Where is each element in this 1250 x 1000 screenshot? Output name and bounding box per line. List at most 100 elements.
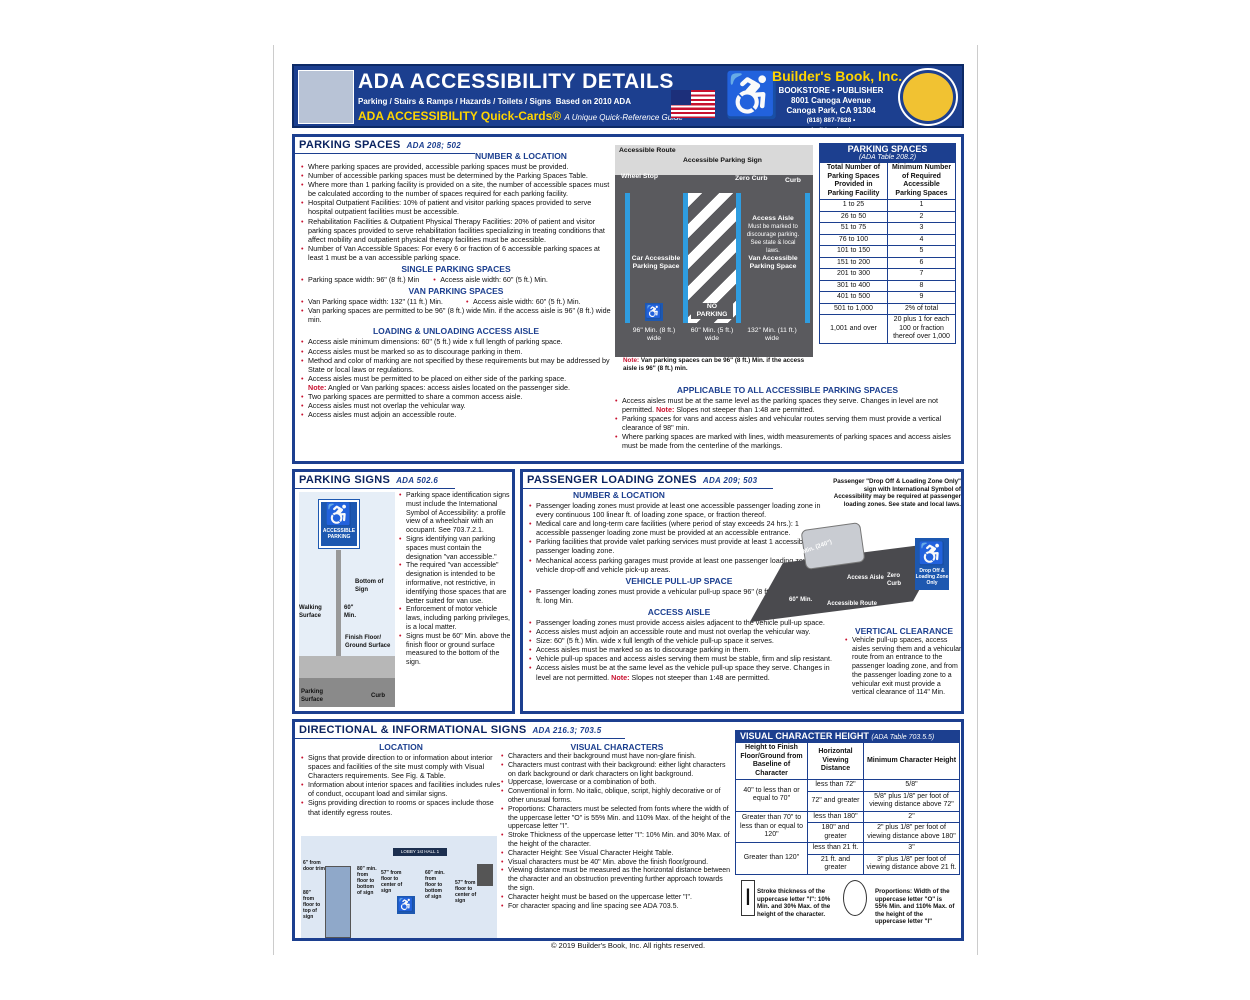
page-title: ADA ACCESSIBILITY DETAILS (358, 70, 674, 93)
footer-copyright: © 2019 Builder's Book, Inc. All rights r… (550, 941, 706, 950)
quickcards-brand: ADA ACCESSIBILITY Quick-Cards® A Unique … (358, 109, 683, 123)
wheelchair-icon: ♿ (918, 541, 946, 566)
subhead-van: VAN PARKING SPACES (408, 286, 504, 297)
label-bottom-of-sign: Bottom of Sign (355, 579, 384, 593)
us-flag-icon (671, 90, 715, 118)
header-subtitle: Parking / Stairs & Ramps / Hazards / Toi… (358, 97, 631, 106)
number-location-list: Where parking spaces are provided, acces… (301, 162, 611, 262)
loading-sign-caption: Passenger "Drop Off & Loading Zone Only"… (833, 478, 961, 508)
wall-sign (477, 864, 493, 886)
label-80-top: 80" from floor to top of sign (303, 890, 321, 920)
label-parking-surface: Parking Surface (301, 689, 324, 703)
parking-text-column: NUMBER & LOCATION Where parking spaces a… (301, 149, 611, 419)
label-access-aisle: Access Aisle (847, 575, 884, 581)
table-row: Greater than 70" to less than or equal t… (735, 810, 960, 843)
single-list: Parking space width: 96" (8 ft.) MinAcce… (301, 275, 611, 284)
vc-list: Vehicle pull-up spaces, access aisles se… (845, 637, 963, 698)
dim-van: 132" Min. (11 ft.) wide (747, 327, 797, 342)
label-walking-surface: Walking Surface (299, 605, 322, 619)
subhead-visual-characters: VISUAL CHARACTERS (570, 742, 664, 752)
label-60-min: 60" Min. (344, 605, 356, 619)
col-total: Total Number of Parking Spaces Provided … (819, 162, 888, 200)
letter-o-icon (843, 880, 867, 916)
subhead-number-location: NUMBER & LOCATION (475, 151, 567, 161)
dim-car: 96" Min. (8 ft.) wide (632, 327, 676, 342)
loading-zone-illustration: 20 ft. Min. (240") 60" Min. Access Aisle… (749, 516, 959, 624)
wheelchair-icon: ♿ (325, 502, 353, 527)
door (325, 866, 351, 938)
subhead-access-aisle: ACCESS AISLE (647, 606, 711, 617)
label-curb: Curb (371, 693, 385, 699)
label-van-space: Van Accessible Parking Space (748, 255, 798, 270)
label-zero-curb: Zero Curb (735, 175, 768, 182)
company-logo-icon (900, 70, 956, 124)
walking-surface (299, 656, 395, 678)
subhead-location: LOCATION (379, 742, 423, 752)
visual-characters-list: Characters and their background must hav… (501, 753, 733, 911)
aisle-list: Access aisle minimum dimensions: 60" (5 … (301, 337, 611, 419)
letter-i-icon: I (741, 880, 755, 916)
label-accessible-route: Accessible Route (619, 147, 676, 154)
pull-up-list: Passenger loading zones must provide a v… (529, 587, 829, 605)
header-banner: ADA ACCESSIBILITY DETAILS Parking / Stai… (292, 64, 964, 134)
subhead-single: SINGLE PARKING SPACES (401, 264, 511, 275)
location-block: LOCATION Signs that provide direction to… (301, 740, 501, 817)
subhead-vertical-clearance: VERTICAL CLEARANCE (854, 626, 954, 636)
visual-characters-block: VISUAL CHARACTERS Characters and their b… (501, 740, 733, 911)
table-row: Greater than 120"less than 21 ft.3" (735, 842, 960, 875)
dim-60-min: 60" Min. (789, 597, 813, 603)
label-accessible-route: Accessible Route (827, 601, 878, 607)
label-finish-floor: Finish Floor/ Ground Surface (345, 635, 391, 649)
vertical-clearance-block: VERTICAL CLEARANCE Vehicle pull-up space… (845, 624, 963, 698)
all-list: Access aisles must be at the same level … (615, 396, 960, 451)
proportion-note: Proportions: Width of the uppercase lett… (875, 888, 955, 925)
drop-off-sign: ♿Drop Off & Loading Zone Only (915, 538, 949, 590)
subhead-number-location: NUMBER & LOCATION (573, 490, 665, 500)
dim-aisle: 60" Min. (5 ft.) wide (690, 327, 734, 342)
table-row: 40" to less than or equal to 70"less tha… (735, 779, 960, 812)
van-list: Van Parking space width: 132" (11 ft.) M… (301, 297, 611, 324)
label-no-parking: NO PARKING (691, 303, 733, 319)
label-60-bottom: 60" min. from floor to bottom of sign (425, 870, 445, 900)
label-wheel-stop: Wheel Stop (621, 173, 659, 180)
label-57-center-2: 57" from floor to center of sign (455, 880, 477, 904)
parking-signs-list: Parking space identification signs must … (399, 492, 511, 668)
label-sign: Accessible Parking Sign (683, 157, 762, 164)
parking-sign-illustration: ♿ACCESSIBLE PARKING Bottom of Sign 60" M… (299, 492, 395, 707)
label-80-bottom: 80" min. from floor to bottom of sign (357, 866, 377, 896)
loading-nl-list: Passenger loading zones must provide at … (529, 501, 829, 574)
col-min: Minimum Number of Required Accessible Pa… (887, 162, 956, 200)
label-curb: Curb (785, 177, 801, 184)
overhead-sign: LOBBY 1st HALL 1 (393, 848, 447, 856)
label-car-space: Car Accessible Parking Space (631, 255, 681, 270)
visual-character-height-table: VISUAL CHARACTER HEIGHT (ADA Table 703.5… (735, 730, 960, 875)
loading-aisle-list: Passenger loading zones must provide acc… (529, 618, 841, 682)
sign-post (336, 550, 341, 678)
label-door-trim: 6" from door trim (303, 860, 325, 872)
accessible-route-area (615, 145, 813, 175)
label-57-center: 57" from floor to center of sign (381, 870, 403, 894)
label-zero-curb: Zero Curb (887, 573, 901, 587)
loading-text-column: NUMBER & LOCATION Passenger loading zone… (529, 488, 832, 682)
sign-height-illustration: LOBBY 1st HALL 1 ♿ 6" from door trim 80"… (301, 836, 497, 938)
subhead-pull-up: VEHICLE PULL-UP SPACE (625, 575, 733, 586)
applicable-all-block: APPLICABLE TO ALL ACCESSIBLE PARKING SPA… (615, 383, 960, 451)
location-list: Signs that provide direction to or infor… (301, 753, 501, 817)
subhead-aisle: LOADING & UNLOADING ACCESS AISLE (372, 326, 540, 337)
